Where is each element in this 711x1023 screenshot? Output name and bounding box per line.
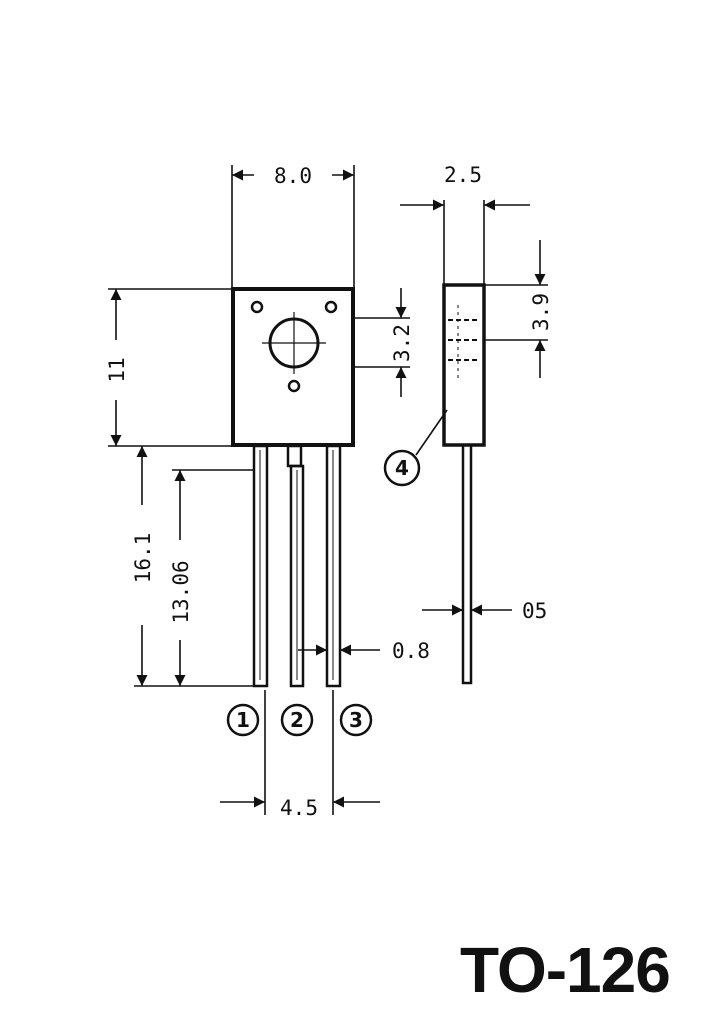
dim-lead-width: 0.8 bbox=[392, 639, 430, 663]
dim-overall-length: 16.1 bbox=[131, 533, 155, 584]
package-title: TO-126 bbox=[460, 934, 671, 1006]
svg-text:3: 3 bbox=[349, 708, 363, 732]
svg-text:2: 2 bbox=[290, 708, 304, 732]
ejector-mark bbox=[250, 300, 264, 314]
front-view: 8.0 11 3.2 16.1 13.06 0.8 4.5 bbox=[105, 164, 430, 820]
svg-text:4: 4 bbox=[395, 456, 409, 480]
side-view: 2.5 3.9 05 4 bbox=[383, 163, 553, 685]
pin-label-3: 3 bbox=[339, 703, 373, 737]
pin-label-2: 2 bbox=[280, 703, 314, 737]
pin-label-1: 1 bbox=[226, 703, 260, 737]
dim-hole-offset-side: 3.9 bbox=[529, 293, 553, 331]
svg-text:1: 1 bbox=[236, 708, 250, 732]
pin-label-4: 4 bbox=[383, 449, 421, 487]
dim-lead-length: 13.06 bbox=[169, 560, 193, 623]
ejector-mark bbox=[324, 300, 338, 314]
dim-body-width: 8.0 bbox=[274, 164, 312, 188]
dim-body-height: 11 bbox=[105, 357, 129, 382]
side-lead bbox=[461, 443, 473, 685]
ejector-mark bbox=[287, 379, 301, 393]
lead-1 bbox=[252, 444, 269, 688]
side-body bbox=[442, 283, 486, 447]
dim-pin-pitch: 4.5 bbox=[280, 796, 318, 820]
lead-2 bbox=[286, 444, 305, 688]
dim-hole-offset: 3.2 bbox=[390, 324, 414, 362]
lead-3 bbox=[325, 444, 342, 688]
dim-lead-thickness: 05 bbox=[522, 599, 547, 623]
dim-thickness: 2.5 bbox=[444, 163, 482, 187]
